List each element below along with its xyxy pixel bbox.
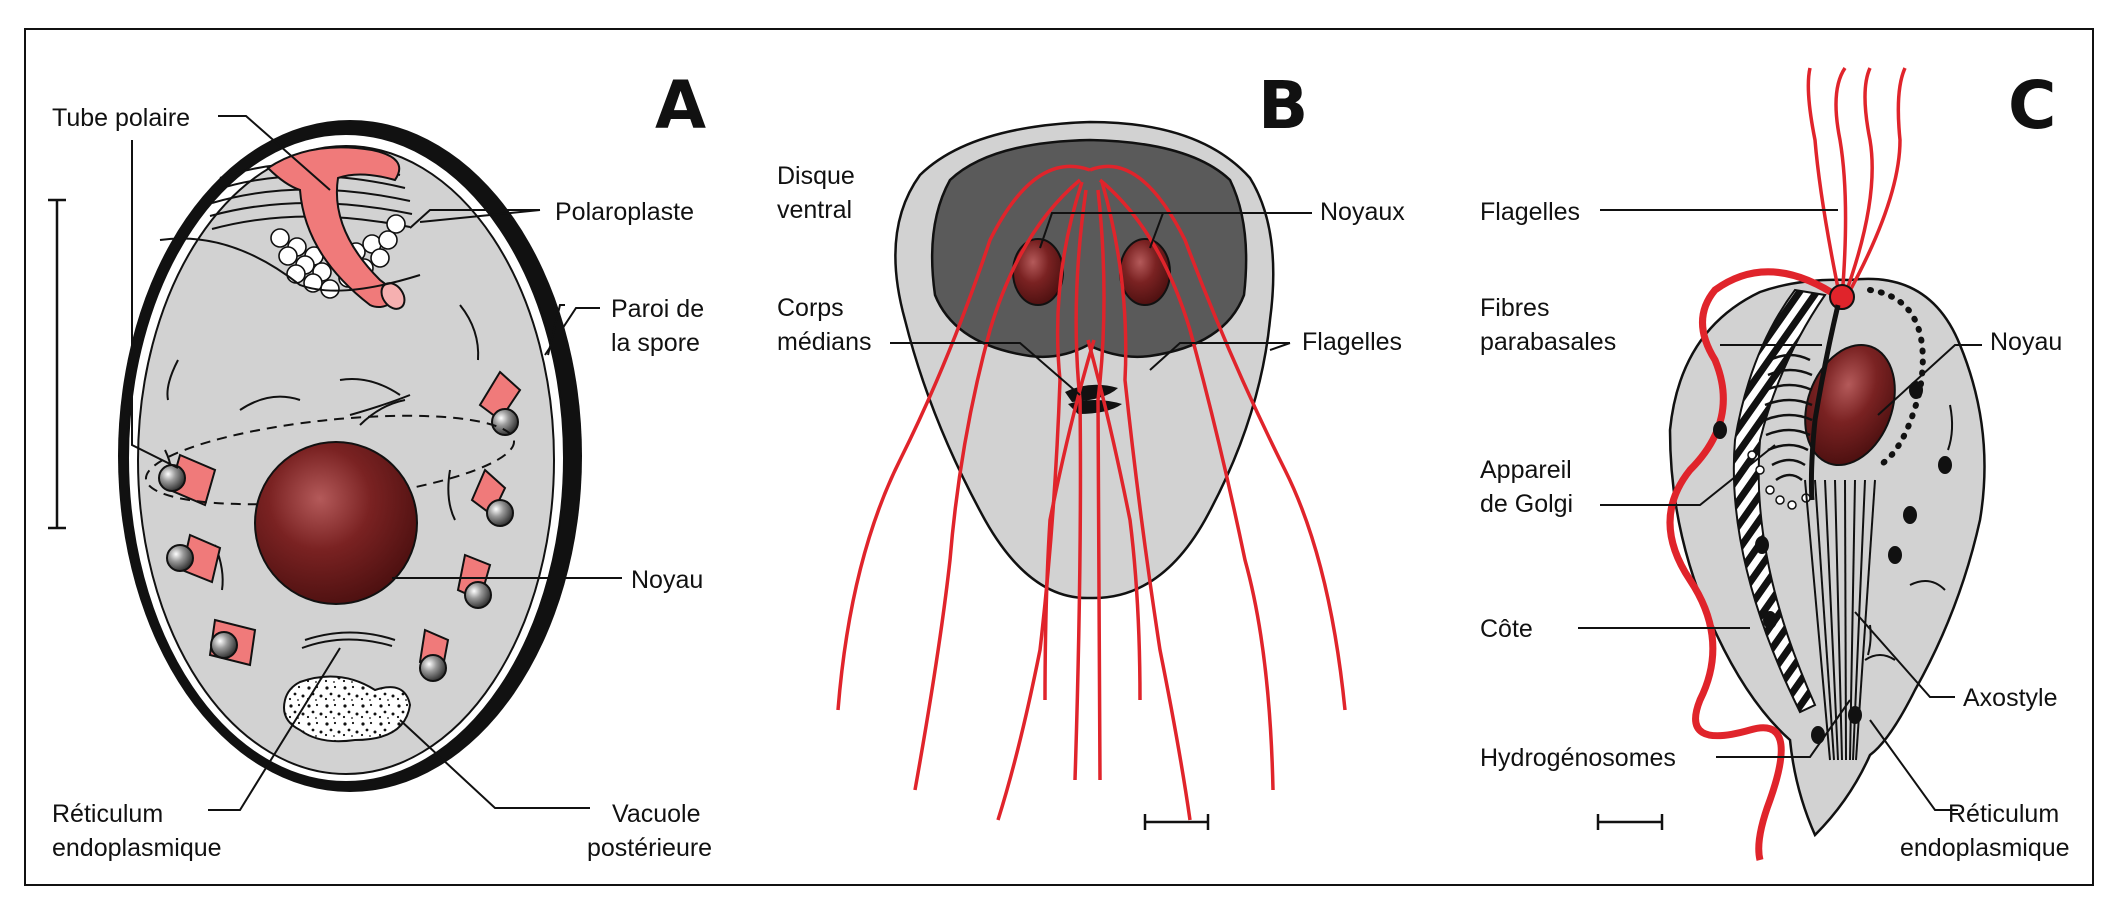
label-corps-2: médians: [777, 328, 872, 356]
label-reticulum-a-2: endoplasmique: [52, 834, 222, 862]
label-fibres-1: Fibres: [1480, 294, 1549, 322]
panel-b-letter: B: [1258, 67, 1308, 144]
label-corps-1: Corps: [777, 294, 844, 322]
label-reticulum-a-1: Réticulum: [52, 800, 163, 828]
panel-b: B: [777, 67, 1405, 830]
label-cote: Côte: [1480, 615, 1533, 643]
parabasal-fibre: [1808, 304, 1841, 501]
nucleus-b-right: [1119, 238, 1171, 306]
panel-c-letter: C: [2008, 67, 2056, 144]
label-disque-2: ventral: [777, 196, 852, 224]
polar-tube-anchor: [266, 146, 402, 308]
blepharoplast: [1829, 284, 1855, 310]
panel-c-scale-bar: [1596, 814, 1664, 830]
recurrent-flagellum: [1666, 268, 1842, 861]
costa: [1732, 288, 1827, 714]
label-golgi-2: de Golgi: [1480, 490, 1573, 518]
label-axostyle: Axostyle: [1963, 684, 2057, 712]
label-paroi-1: Paroi de: [611, 295, 704, 323]
label-noyaux: Noyaux: [1320, 198, 1405, 226]
pelta-dots: [1867, 287, 1926, 468]
panel-a: A: [48, 67, 712, 862]
ventral-disc: [930, 138, 1248, 359]
panel-c: C: [1480, 67, 2070, 862]
label-reticulum-c-1: Réticulum: [1948, 800, 2059, 828]
label-vacuole-1: Vacuole: [612, 800, 701, 828]
golgi-apparatus: [1764, 353, 1813, 482]
label-hydrogenosomes: Hydrogénosomes: [1480, 744, 1676, 772]
er-strands-c: [1864, 404, 1954, 661]
er-strands-a: [164, 304, 480, 641]
label-paroi-2: la spore: [611, 329, 700, 357]
label-disque-1: Disque: [777, 162, 855, 190]
label-polaroplaste: Polaroplaste: [555, 198, 694, 226]
label-golgi-1: Appareil: [1480, 456, 1572, 484]
leader-lines-c: [1578, 209, 1982, 811]
label-noyau-c: Noyau: [1990, 328, 2062, 356]
posterior-vacuole: [283, 675, 412, 743]
hydrogenosomes: [1713, 381, 1952, 744]
label-flagelles-c: Flagelles: [1480, 198, 1580, 226]
label-flagelles-b: Flagelles: [1302, 328, 1402, 356]
label-tube-polaire: Tube polaire: [52, 104, 190, 132]
golgi-vesicles: [1747, 450, 1811, 510]
flagella-b: [836, 164, 1347, 821]
posterior-membrane: [159, 237, 421, 292]
panel-a-scale-bar: [48, 198, 66, 530]
label-reticulum-c-2: endoplasmique: [1900, 834, 2070, 862]
nucleus-a: [254, 441, 418, 605]
er-strand-bottom: [301, 638, 393, 649]
label-vacuole-2: postérieure: [587, 834, 712, 862]
label-fibres-2: parabasales: [1480, 328, 1616, 356]
nucleus-b-left: [1012, 238, 1064, 306]
anterior-flagella: [1806, 67, 1907, 299]
leader-lines-b: [890, 212, 1312, 396]
label-noyau-a: Noyau: [631, 566, 703, 594]
figure-frame: [24, 28, 2094, 886]
panel-b-scale-bar: [1143, 814, 1210, 830]
leader-lines-a: [131, 115, 622, 811]
panel-a-letter: A: [655, 67, 706, 144]
